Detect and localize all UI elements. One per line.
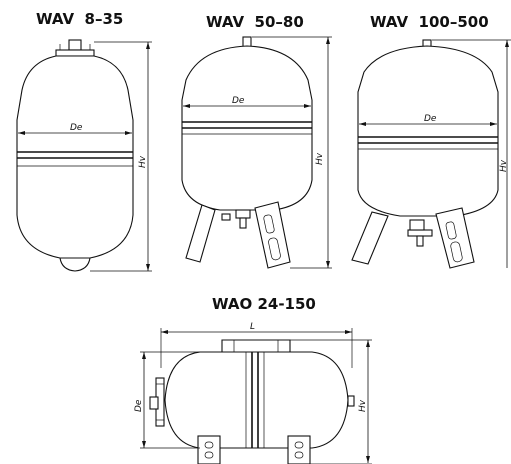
diameter-label: De	[232, 96, 245, 106]
title-wao-24-150: WAO 24-150	[212, 295, 316, 313]
height-label: Hv	[499, 159, 509, 172]
leg-right	[254, 201, 291, 269]
top-connection	[68, 39, 82, 51]
bottom-fitting	[235, 209, 251, 219]
tank-body	[16, 55, 134, 259]
top-flange	[55, 49, 95, 57]
title-wav-100-500: WAV 100–500	[370, 13, 489, 31]
diameter-label: De	[70, 123, 83, 133]
diameter-label: De	[134, 399, 144, 412]
vessel-wav-8-35: De Hv	[16, 39, 152, 272]
height-label: Hv	[358, 399, 368, 412]
leg-left	[185, 204, 216, 263]
vessel-wav-50-80: De Hv	[181, 36, 332, 269]
tank-body	[164, 351, 349, 449]
side-valve	[347, 395, 355, 407]
diameter-label: De	[424, 114, 437, 124]
side-connection	[149, 396, 159, 410]
tank-body	[357, 45, 499, 217]
vessel-wav-100-500: De Hv	[351, 39, 511, 269]
vessel-wao-24-150: L De	[134, 322, 372, 464]
bottom-cap	[59, 257, 91, 272]
height-label: Hv	[138, 155, 148, 168]
foot-right	[287, 435, 311, 464]
bottom-fitting	[407, 229, 433, 237]
leg-left	[351, 211, 389, 265]
top-mounting-plate	[221, 339, 291, 353]
title-wav-8-35: WAV 8–35	[36, 10, 124, 28]
length-label: L	[250, 322, 255, 332]
foot-left	[197, 435, 221, 464]
title-wav-50-80: WAV 50–80	[206, 13, 304, 31]
height-label: Hv	[315, 152, 325, 165]
